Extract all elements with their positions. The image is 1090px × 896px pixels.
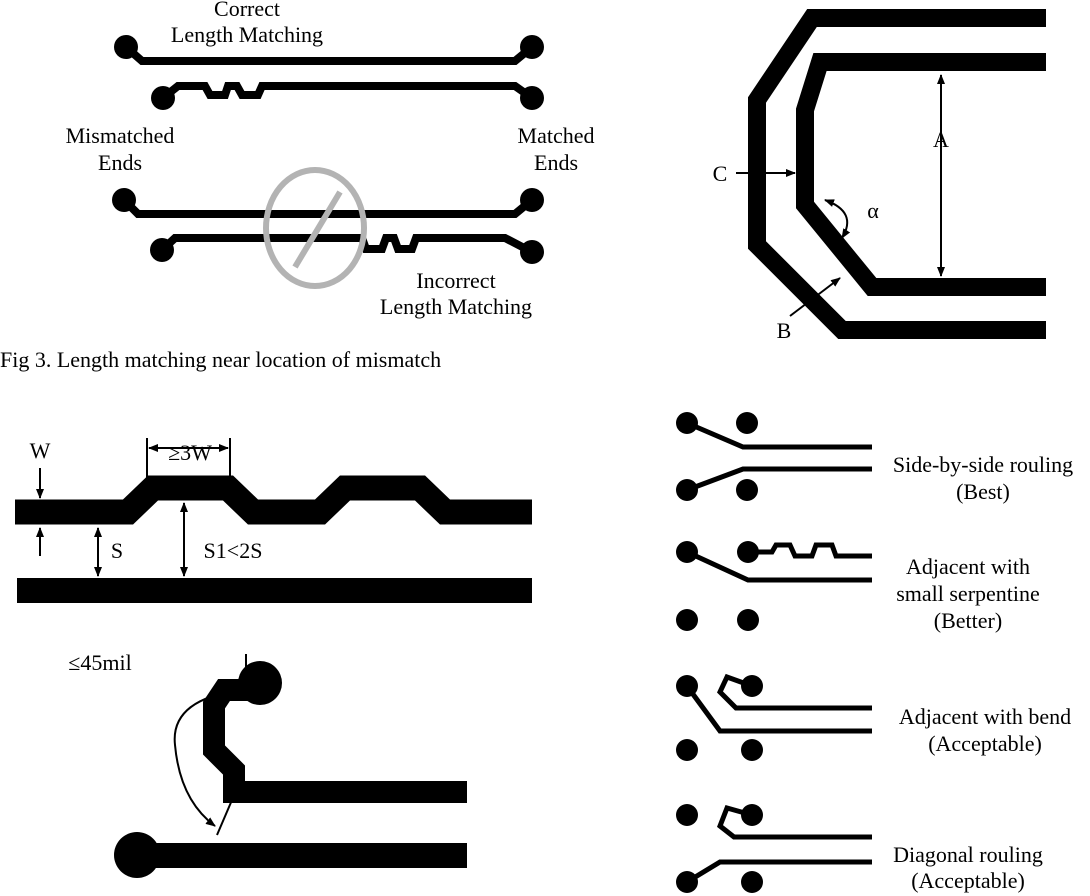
label-s1: S1<2S	[204, 538, 263, 563]
correct-label: Correct	[214, 0, 280, 21]
label-w: W	[30, 438, 51, 463]
routing-option-bend: Adjacent with bend (Acceptable)	[676, 673, 1071, 761]
matched-ends-label: Ends	[534, 150, 578, 175]
label-3w: ≥3W	[168, 440, 212, 465]
incorrect-trace-pair	[112, 188, 544, 264]
correct-trace-pair	[114, 35, 544, 110]
dimension-b-arrow	[789, 277, 841, 317]
routing-label: Diagonal rouling	[893, 842, 1043, 867]
routing-rating: (Acceptable)	[911, 868, 1025, 893]
incorrect-length-matching-label: Length Matching	[380, 294, 532, 319]
routing-rating: (Best)	[956, 479, 1010, 504]
matched-label: Matched	[518, 123, 595, 148]
length-matching-figure: Correct Length Matching Mismatched Ends …	[0, 0, 594, 372]
pad-bend-figure: ≤45mil	[68, 650, 467, 878]
mismatched-label: Mismatched	[66, 123, 175, 148]
routing-option-serpentine: Adjacent with small serpentine (Better)	[676, 541, 1040, 633]
routing-label: Adjacent with bend	[899, 704, 1071, 729]
figure-caption: Fig 3. Length matching near location of …	[0, 347, 441, 372]
routing-option-diagonal: Diagonal rouling (Acceptable)	[676, 804, 1043, 893]
label-alpha: α	[867, 198, 879, 223]
serpentine-spacing-figure: ≥3W W S S1<2S	[15, 438, 532, 603]
label-a: A	[933, 127, 949, 152]
label-s: S	[111, 538, 123, 563]
routing-label: Side-by-side rouling	[893, 452, 1073, 477]
incorrect-label: Incorrect	[416, 268, 495, 293]
label-b: B	[777, 318, 792, 343]
mismatched-ends-label: Ends	[98, 150, 142, 175]
routing-rating: (Better)	[934, 608, 1002, 633]
routing-option-side-by-side: Side-by-side rouling (Best)	[676, 412, 1073, 504]
length-matching-label: Length Matching	[171, 22, 323, 47]
routing-rating: (Acceptable)	[928, 731, 1042, 756]
angle-alpha-arrow	[824, 199, 851, 239]
trace-bend-figure: A C α B	[713, 9, 1046, 343]
label-c: C	[713, 161, 728, 186]
routing-label-line2: small serpentine	[896, 581, 1040, 606]
routing-label: Adjacent with	[906, 554, 1030, 579]
prohibited-icon	[263, 167, 367, 289]
label-45mil: ≤45mil	[68, 650, 131, 675]
